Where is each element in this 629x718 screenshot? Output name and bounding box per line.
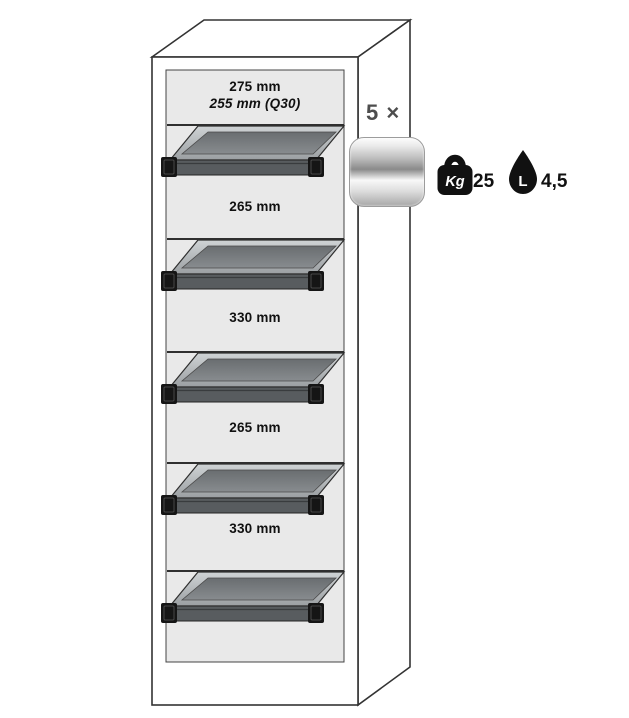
tray-count-label: 5 × bbox=[366, 100, 401, 125]
volume-unit-label: L bbox=[518, 173, 527, 190]
weight-icon: Kg bbox=[437, 154, 473, 195]
compartment-1-label: 275 mm 255 mm (Q30) bbox=[166, 78, 344, 112]
compartment-2-label: 265 mm bbox=[229, 199, 281, 214]
weight-unit-label: Kg bbox=[445, 174, 464, 190]
compartment-3-label: 330 mm bbox=[229, 310, 281, 325]
weight-value: 25 bbox=[473, 171, 495, 192]
volume-drop-icon: L bbox=[509, 150, 537, 194]
compartment-5-label: 330 mm bbox=[229, 521, 281, 536]
compartment-1-height: 275 mm bbox=[229, 79, 281, 94]
volume-value: 4,5 bbox=[541, 171, 568, 192]
compartment-1-height-q30: 255 mm (Q30) bbox=[209, 96, 301, 111]
compartment-4-label: 265 mm bbox=[229, 420, 281, 435]
pullout-tray-icon bbox=[349, 137, 425, 207]
